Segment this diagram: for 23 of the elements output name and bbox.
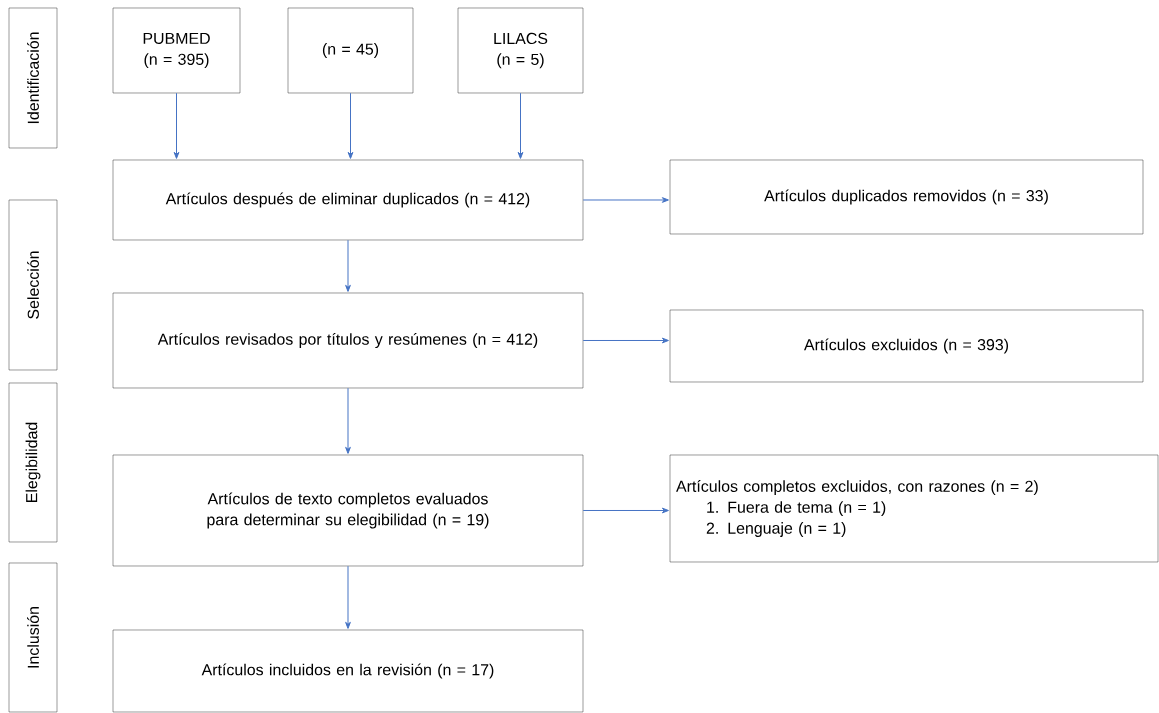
phase-label-box: Elegibilidad [8, 382, 58, 543]
phase-label-box: Identificación [8, 7, 58, 149]
arrow [345, 565, 351, 629]
process-box: (n = 45) [287, 7, 414, 94]
arrow [345, 239, 351, 292]
process-box: Artículos revisados por títulos y resúmenes (n = 412) [112, 292, 584, 389]
process-box: LILACS (n = 5) [457, 7, 584, 94]
arrow [345, 387, 351, 454]
process-box: Artículos duplicados removidos (n = 33) [669, 159, 1144, 235]
arrow [347, 92, 354, 159]
arrow [517, 92, 524, 159]
process-box: PUBMED (n = 395) [112, 7, 241, 94]
phase-label-box: Inclusión [8, 562, 58, 713]
arrow [173, 92, 180, 159]
process-box: Artículos de texto completos evaluados para determinar su elegibilidad (n = 19) [112, 454, 584, 567]
process-box: Artículos excluidos (n = 393) [669, 309, 1144, 383]
arrow [582, 337, 669, 344]
arrow [582, 197, 669, 203]
phase-label-box: Selección [8, 199, 58, 371]
process-box: Artículos incluidos en la revisión (n = 17) [112, 629, 584, 713]
arrow [582, 507, 669, 514]
process-box: Artículos después de eliminar duplicados (n = 412) [112, 159, 584, 241]
exclusion-box: Artículos completos excluidos, con razones (n = 2) 1. Fuera de tema (n = 1) 2. Lenguaje (n = 1) [669, 454, 1159, 563]
